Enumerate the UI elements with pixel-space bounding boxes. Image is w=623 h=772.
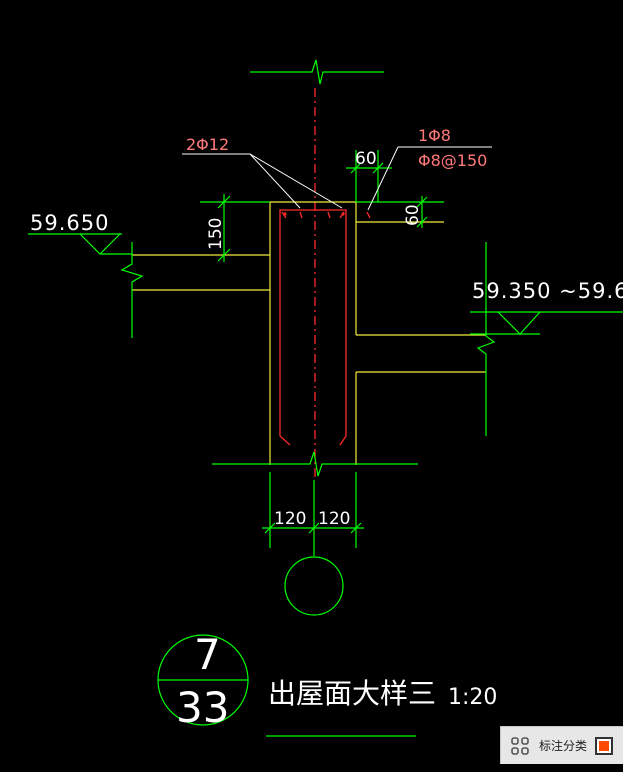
detail-number: 7 [194, 630, 221, 679]
rebar-cage [279, 209, 371, 446]
rebar-callout-stirrup: 1Φ8 Φ8@150 [367, 126, 492, 211]
detail-title: 出屋面大样三 [268, 677, 436, 710]
detail-title-block: 出屋面大样三 1:20 [266, 677, 497, 737]
rebar-longitudinal-label: 2Φ12 [186, 135, 229, 154]
axis-bubble [284, 556, 344, 616]
level-marker-right: 59.350 ~59.61 [470, 279, 623, 335]
dim-60-top: 60 [346, 149, 392, 202]
dim-150-label: 150 [206, 218, 226, 250]
dim-right-120-label: 120 [318, 509, 350, 529]
annotation-toolbar: 标注分类 [500, 726, 623, 764]
left-break-line [120, 242, 144, 338]
dim-left-120-label: 120 [274, 509, 306, 529]
swatch-fill [599, 740, 610, 751]
right-break-line [476, 242, 496, 436]
dim-120-120: 120 120 [262, 472, 364, 548]
dim-60-right-label: 60 [403, 204, 423, 226]
grid-icon[interactable] [505, 731, 535, 761]
rebar-stirrup-count-label: 1Φ8 [418, 126, 451, 145]
annotation-category-label[interactable]: 标注分类 [539, 739, 588, 753]
detail-scale: 1:20 [448, 685, 497, 710]
rebar-callout-longitudinal: 2Φ12 [182, 135, 343, 209]
detail-symbol: 7 33 [157, 630, 249, 732]
level-marker-left: 59.650 [28, 211, 132, 255]
annotation-color-swatch[interactable] [595, 736, 614, 755]
dim-150: 150 [200, 194, 270, 262]
dim-60-right: 60 [356, 196, 444, 228]
level-left-label: 59.650 [30, 211, 109, 235]
top-break-line [250, 59, 384, 85]
dim-60-top-label: 60 [355, 149, 377, 169]
rebar-stirrup-spacing-label: Φ8@150 [418, 151, 487, 170]
bottom-break-line [212, 451, 418, 477]
parapet-wall-outline [132, 201, 486, 465]
sheet-number: 33 [176, 683, 229, 732]
level-right-label: 59.350 ~59.61 [472, 279, 623, 303]
